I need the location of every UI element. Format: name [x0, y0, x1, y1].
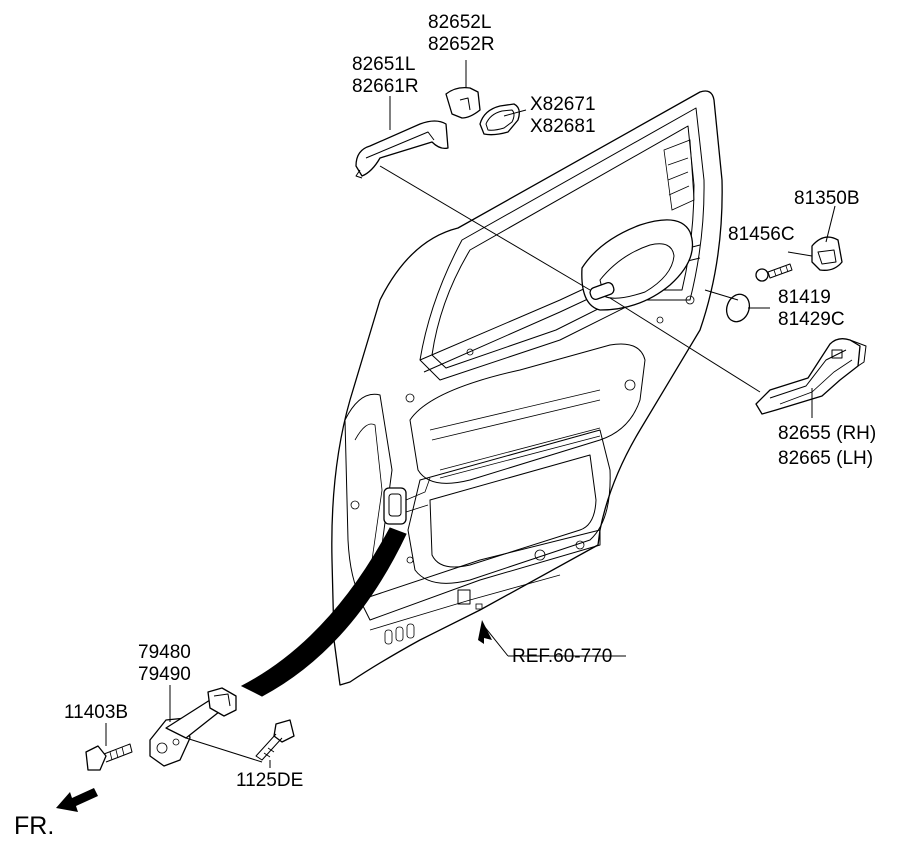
label-82665-lh: 82665 (LH) — [778, 448, 873, 469]
label-11403b: 11403B — [64, 702, 128, 723]
label-81350b: 81350B — [794, 188, 860, 209]
bolt-1125de-part — [255, 719, 295, 761]
label-ref: REF.60-770 — [512, 646, 612, 667]
label-fr: FR. — [14, 812, 54, 840]
gasket-part — [479, 103, 520, 136]
detail-callout-sweep — [240, 527, 407, 697]
hole-plug-part — [725, 293, 751, 323]
label-x82671: X82671 — [530, 94, 596, 115]
label-79480: 79480 — [138, 642, 191, 663]
inside-handle-bracket-part — [755, 338, 867, 415]
rear-door-panel — [331, 90, 723, 686]
ref-arrow — [478, 620, 492, 644]
label-82651l: 82651L — [352, 54, 415, 75]
label-x82681: X82681 — [530, 116, 596, 137]
bolt-11403b-part — [85, 743, 133, 771]
label-82652l: 82652L — [428, 12, 491, 33]
part-labels: 82652L 82652R 82651L 82661R X82671 X8268… — [14, 12, 876, 840]
label-81429c: 81429C — [778, 309, 845, 330]
door-checker-part — [149, 687, 237, 767]
leader-lines — [105, 60, 836, 768]
label-82652r: 82652R — [428, 34, 495, 55]
door-bracket-part — [811, 236, 843, 271]
label-79490: 79490 — [138, 664, 191, 685]
screw-part — [755, 263, 793, 282]
label-1125de: 1125DE — [236, 770, 303, 791]
label-82661r: 82661R — [352, 76, 419, 97]
handle-cap-part — [445, 86, 481, 119]
outside-handle-part — [355, 120, 449, 179]
label-82655-rh: 82655 (RH) — [778, 423, 876, 444]
fr-arrow-icon — [56, 788, 98, 812]
label-81419: 81419 — [778, 287, 831, 308]
label-81456c: 81456C — [728, 224, 795, 245]
